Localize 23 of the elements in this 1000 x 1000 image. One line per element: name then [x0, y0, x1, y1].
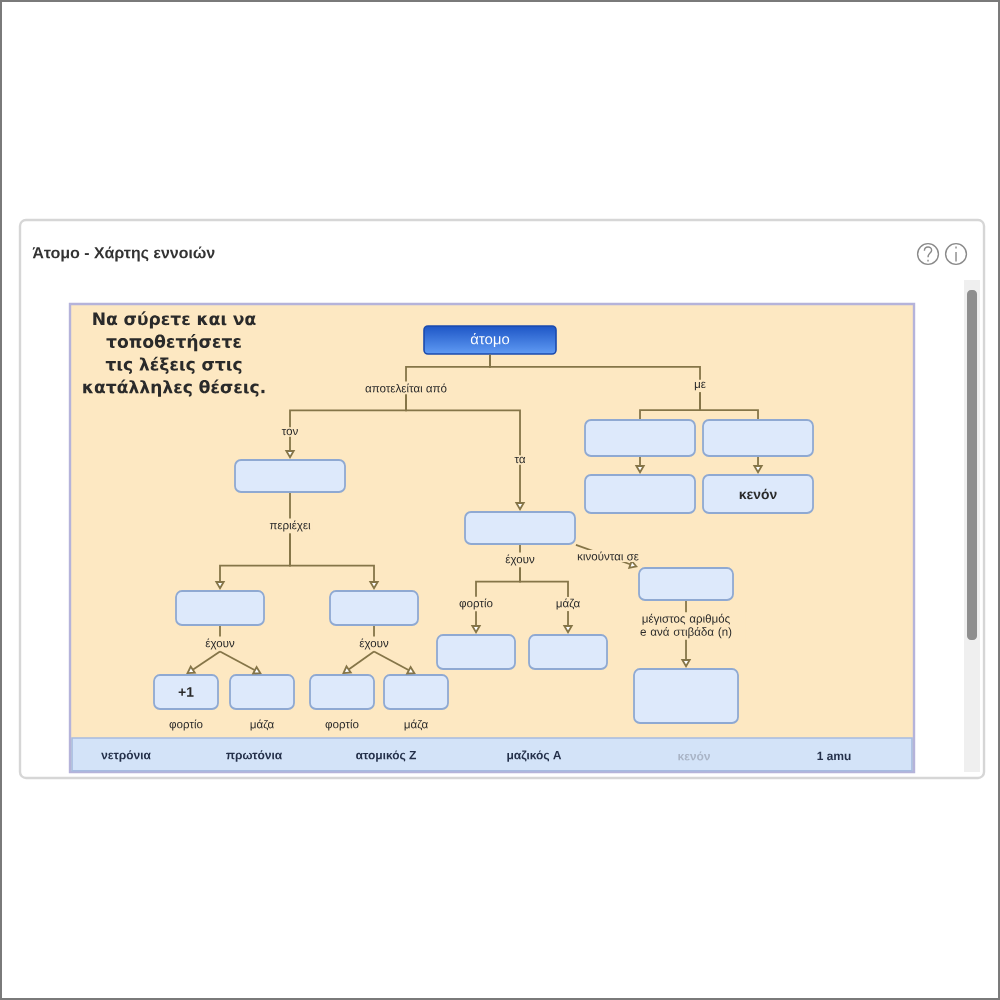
concept-box	[702, 419, 814, 457]
arrow	[373, 650, 416, 675]
concept-box	[175, 590, 265, 626]
concept-box	[229, 674, 295, 710]
concept-box	[383, 674, 449, 710]
connector-line	[289, 492, 291, 520]
connector-line	[519, 544, 521, 554]
concept-box	[436, 634, 516, 670]
connector-line	[699, 391, 759, 420]
concept-box	[528, 634, 608, 670]
connector-line	[373, 625, 375, 638]
arrow	[219, 650, 262, 675]
concept-box	[584, 474, 696, 514]
concept-box	[309, 674, 375, 710]
connector-line	[219, 625, 221, 638]
concept-box	[464, 511, 576, 545]
concept-box	[638, 567, 734, 601]
connector-line	[489, 353, 701, 381]
concept-box	[234, 459, 346, 493]
instruction-text: Να σύρετε και να τοποθετήσετε τις λέξεις στις κατάλληλες θέσεις.	[83, 311, 265, 397]
concept-box	[584, 419, 696, 457]
concept-box	[329, 590, 419, 626]
concept-box	[633, 668, 739, 724]
